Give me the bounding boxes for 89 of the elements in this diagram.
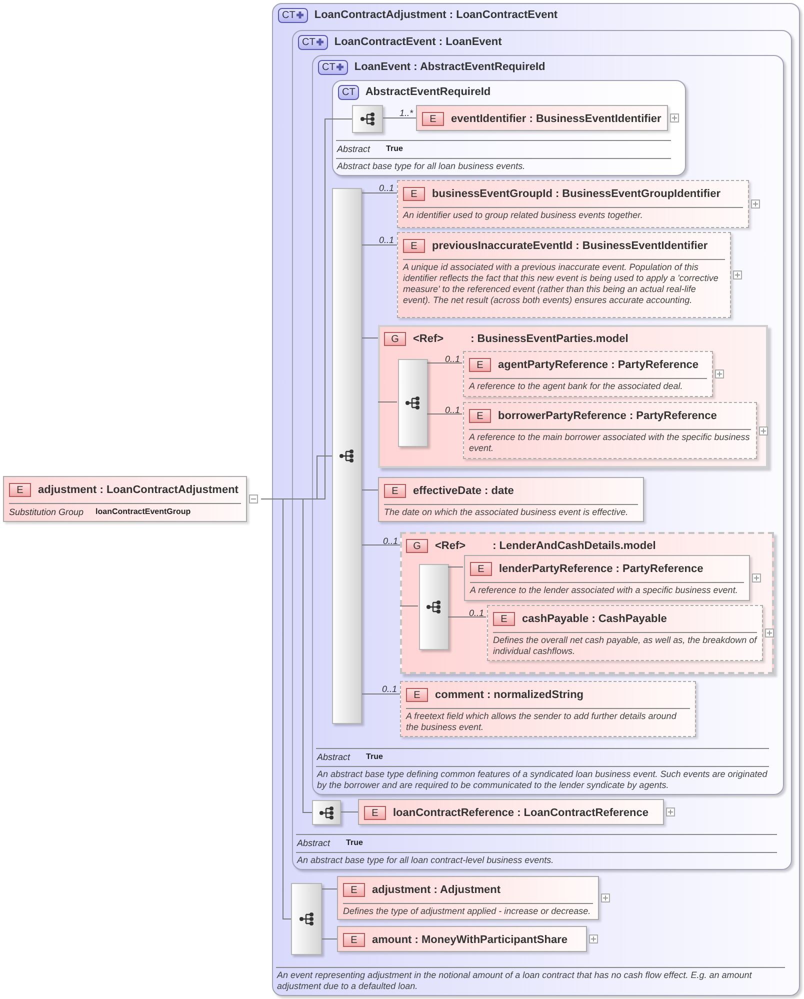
connector-line — [448, 616, 486, 618]
kind-marker: E — [493, 612, 515, 626]
sequence-compositor — [398, 359, 428, 447]
kind-marker: E — [364, 806, 386, 820]
description: Defines the overall net cash payable, as well as, the breakdown of individual cashflows. — [493, 634, 757, 656]
element-title: agentPartyReference : PartyReference — [498, 358, 699, 373]
type-title: LoanEvent : AbstractEventRequireId — [354, 60, 546, 75]
element-title: businessEventGroupId : BusinessEventGroupIdentifier — [432, 187, 720, 202]
element-title: adjustment : LoanContractAdjustment — [38, 483, 238, 498]
connector-line — [322, 938, 338, 940]
multiplicity: 0..1 — [378, 182, 394, 195]
property-value: loanContractEventGroup — [96, 506, 191, 518]
connector-line — [322, 888, 338, 890]
type-title: AbstractEventRequireId — [365, 85, 491, 100]
connector-line — [362, 244, 398, 246]
kind-marker: E — [343, 883, 365, 898]
group-title: : BusinessEventParties.model — [470, 332, 628, 347]
kind-marker: G — [384, 332, 406, 346]
description: Defines the type of adjustment applied - increase or decrease. — [343, 906, 592, 916]
description: A reference to the main borrower associated with the specific business event. — [469, 432, 751, 454]
connector-line — [362, 544, 400, 546]
element-title: eventIdentifier : BusinessEventIdentifier — [451, 112, 662, 127]
kind-marker: E — [403, 239, 425, 254]
description: The date on which the associated business event is effective. — [384, 506, 630, 518]
description: An abstract base type defining common features of a syndicated loan business event. Such events are originated by the borrower and are required to be communicated to the lender syndicate by agents. — [316, 768, 768, 791]
multiplicity: 0..1 — [382, 535, 398, 548]
connector-line — [362, 192, 398, 194]
description: A reference to the lender associated with a specific business event. — [470, 584, 739, 596]
description: A reference to the agent bank for the associated deal. — [469, 380, 684, 392]
element-title: previousInaccurateEventId : BusinessEventIdentifier — [432, 239, 708, 254]
kind-marker: E — [469, 409, 491, 424]
group-title: : LenderAndCashDetails.model — [492, 539, 656, 554]
element-title: effectiveDate : date — [413, 484, 514, 499]
sequence-compositor — [419, 564, 449, 650]
property-name: Substitution Group — [9, 506, 84, 519]
element-title: cashPayable : CashPayable — [522, 612, 667, 627]
sequence-compositor — [332, 188, 362, 724]
multiplicity: 0..1 — [444, 353, 460, 366]
description: An identifier used to group related business events together. — [403, 210, 644, 220]
kind-code: CT — [282, 8, 296, 23]
description: A unique id associated with a previous inaccurate event. Population of this identifier reflects the fact that this new event is being used to apply a 'corrective measure' to the referenced event (rather than this being an actual real-life event). The net result (across both events) ensures accurate accounting. — [403, 262, 720, 306]
reference-label: <Ref> — [435, 539, 466, 554]
kind-marker: E — [9, 483, 31, 498]
kind-marker: E — [384, 484, 406, 498]
description: Abstract base type for all loan business events. — [336, 160, 526, 172]
connector-line — [426, 362, 462, 364]
kind-marker: E — [470, 562, 492, 576]
description: A freetext field which allows the sender to add further details around the business event. — [406, 710, 678, 732]
kind-code: CT — [322, 60, 336, 75]
reference-label: <Ref> — [413, 332, 444, 347]
element-box — [378, 477, 644, 522]
element-title: borrowerPartyReference : PartyReference — [498, 409, 717, 424]
kind-marker: G — [406, 539, 428, 554]
complex-type-box — [292, 30, 792, 870]
description: An abstract base type for all loan contract-level business events. — [296, 854, 555, 866]
kind-marker: E — [343, 933, 365, 948]
group-box — [378, 325, 768, 468]
element-title: loanContractReference : LoanContractReference — [393, 806, 649, 821]
sequence-compositor — [312, 800, 341, 825]
property-value: True — [386, 143, 403, 156]
element-title: comment : normalizedString — [435, 688, 584, 703]
type-title: LoanContractAdjustment : LoanContractEvent — [314, 8, 558, 23]
kind-marker: E — [403, 187, 425, 202]
complex-type-box — [332, 80, 686, 176]
element-title: amount : MoneyWithParticipantShare — [372, 933, 568, 948]
multiplicity: 1..* — [399, 107, 413, 120]
sequence-compositor — [352, 105, 383, 133]
multiplicity: 0..1 — [444, 404, 460, 417]
kind-code: CT — [342, 86, 356, 100]
complex-type-box — [272, 3, 800, 996]
property-name: Abstract — [297, 836, 330, 850]
type-title: LoanContractEvent : LoanEvent — [334, 35, 502, 50]
property-value: True — [366, 751, 383, 764]
description: An event representing adjustment in the notional amount of a loan contract that has no cash flow effect. E.g. an amount adjustment due to a defaulted loan. — [276, 970, 753, 992]
sequence-compositor — [291, 883, 322, 955]
property-value: True — [346, 837, 363, 850]
element-title: lenderPartyReference : PartyReference — [499, 562, 704, 577]
kind-marker: E — [469, 358, 491, 372]
element-title: adjustment : Adjustment — [372, 883, 501, 898]
kind-marker: E — [422, 112, 444, 126]
multiplicity: 0..1 — [378, 234, 394, 247]
multiplicity: 0..1 — [382, 683, 397, 696]
connector-line — [448, 566, 464, 568]
kind-code: CT — [302, 36, 316, 50]
property-name: Abstract — [337, 142, 370, 156]
multiplicity: 0..1 — [468, 607, 484, 620]
property-name: Abstract — [317, 750, 350, 764]
kind-marker: E — [406, 688, 428, 702]
complex-type-box — [312, 55, 784, 795]
